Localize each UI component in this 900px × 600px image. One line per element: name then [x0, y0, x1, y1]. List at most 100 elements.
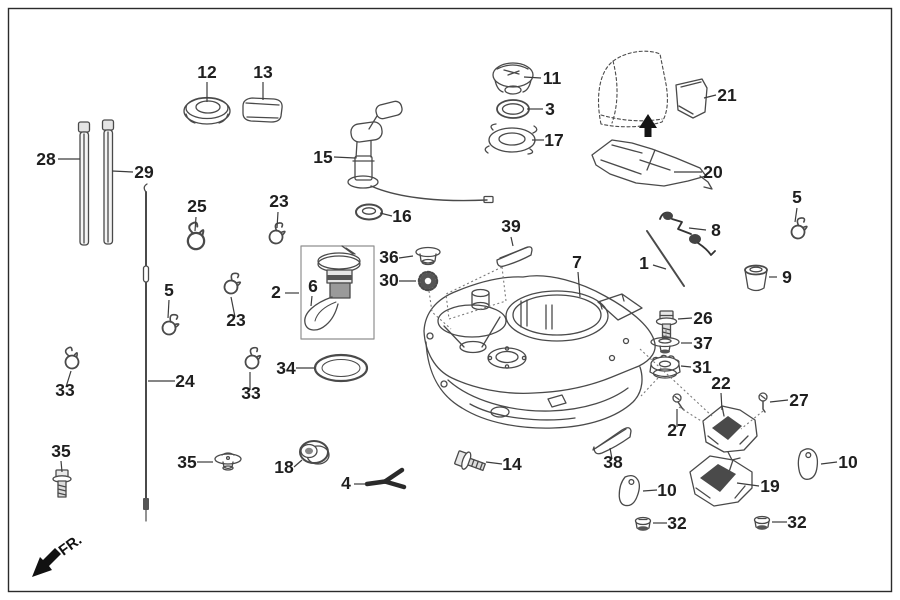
part-3-gasket-drawing [496, 99, 530, 119]
part-4-tube-drawing [364, 467, 407, 490]
fr-label: FR. [56, 531, 86, 559]
leader-lines [58, 76, 838, 524]
leader-line-10 [642, 489, 658, 492]
part-callout-20: 20 [703, 162, 723, 182]
leader-line-18 [293, 459, 303, 468]
part-callout-38: 38 [603, 452, 623, 472]
leader-line-33 [65, 370, 72, 388]
part-32-plug-left-drawing [634, 516, 652, 531]
part-37-washer-drawing [650, 336, 680, 354]
leader-line-29 [111, 170, 134, 173]
part-22-bracket-drawing [702, 405, 758, 461]
part-callout-14: 14 [502, 454, 522, 474]
part-32-plug-right-drawing [753, 515, 771, 530]
fr-arrow-icon [32, 548, 61, 577]
part-34-oring-drawing [313, 353, 369, 383]
leader-line-21 [703, 94, 717, 99]
leader-line-27 [769, 399, 789, 403]
part-18-grommet-drawing [299, 440, 330, 465]
part-callout-6: 6 [308, 276, 318, 296]
part-10-pad-right-drawing [797, 448, 819, 480]
part-callout-35: 35 [177, 452, 197, 472]
part-16-grommet-drawing [355, 203, 383, 221]
part-7-fuel-tank-drawing [423, 275, 656, 429]
part-2-fuel-pump-drawing [304, 245, 361, 331]
leader-line-14 [485, 461, 503, 465]
part-33-clamp-right-drawing [243, 345, 263, 371]
part-callout-16: 16 [392, 206, 412, 226]
part-36-nut-drawing [415, 246, 441, 266]
part-callout-24: 24 [175, 371, 195, 391]
part-38-cushion-drawing [592, 427, 632, 455]
part-39-cushion-drawing [496, 246, 533, 268]
leader-line-39 [510, 236, 514, 247]
part-callout-32: 32 [667, 513, 687, 533]
leader-line-16 [379, 212, 393, 217]
part-callout-32: 32 [787, 512, 807, 532]
leader-line-10 [820, 461, 838, 465]
leader-line-1 [652, 264, 667, 270]
part-callout-17: 17 [544, 130, 563, 150]
part-callout-25: 25 [187, 196, 207, 216]
part-callout-33: 33 [55, 380, 75, 400]
part-callout-7: 7 [572, 252, 582, 272]
part-callout-23: 23 [269, 191, 289, 211]
leader-line-6 [310, 295, 313, 307]
part-callout-23: 23 [226, 310, 246, 330]
part-callout-19: 19 [760, 476, 780, 496]
leader-line-23 [276, 211, 279, 229]
part-callout-26: 26 [693, 308, 713, 328]
leader-line-5 [794, 207, 798, 223]
leader-line-26 [677, 317, 693, 320]
part-cover-dashed-drawing [597, 50, 668, 128]
part-35-bolt-drawing [52, 469, 72, 498]
up-arrow-icon [639, 114, 657, 137]
part-27-screw-right-drawing [758, 392, 768, 413]
part-callout-27: 27 [789, 390, 808, 410]
part-20-bracket-drawing [591, 139, 713, 190]
leader-line-38 [609, 447, 613, 460]
part-callout-10: 10 [657, 480, 677, 500]
part-17-plate-drawing [484, 123, 538, 155]
part-31-grommet-drawing [649, 354, 681, 379]
part-callout-13: 13 [253, 62, 273, 82]
part-23-clamp-lower-drawing [221, 269, 244, 297]
part-26-bolt-drawing [655, 310, 678, 339]
part-24-cable-drawing [142, 183, 150, 522]
part-callout-18: 18 [274, 457, 294, 477]
part-callout-2: 2 [271, 282, 281, 302]
part-callout-22: 22 [711, 373, 731, 393]
leader-line-31 [680, 365, 692, 368]
part-callout-9: 9 [782, 267, 792, 287]
part-9-cup-drawing [744, 264, 768, 292]
part-callout-31: 31 [692, 357, 712, 377]
dotted-projection-lines [428, 266, 764, 430]
part-callout-28: 28 [36, 149, 56, 169]
part-15-fuel-sender-drawing [347, 100, 494, 204]
part-callout-15: 15 [313, 147, 333, 167]
part-30-grommet-drawing [417, 270, 439, 292]
part-14-bolt-drawing [454, 450, 486, 472]
leader-line-22 [720, 392, 723, 411]
part-callout-27: 27 [667, 420, 686, 440]
part-callout-5: 5 [164, 280, 174, 300]
part-callout-11: 11 [543, 68, 562, 88]
part-33-clamp-left-drawing [60, 344, 82, 371]
leader-line-8 [688, 227, 707, 231]
part-callout-30: 30 [379, 270, 399, 290]
part-callout-33: 33 [241, 383, 261, 403]
part-8-spring-drawing [659, 211, 716, 256]
leader-line-5 [167, 299, 170, 319]
leader-line-15 [333, 156, 356, 159]
part-callout-36: 36 [379, 247, 399, 267]
part-28-tube-drawing [77, 121, 91, 246]
part-callout-21: 21 [717, 85, 737, 105]
part-callout-35: 35 [51, 441, 71, 461]
part-callout-37: 37 [693, 333, 712, 353]
leader-line-35 [60, 460, 63, 473]
part-13-collar-drawing [242, 97, 283, 123]
part-callout-3: 3 [545, 99, 555, 119]
